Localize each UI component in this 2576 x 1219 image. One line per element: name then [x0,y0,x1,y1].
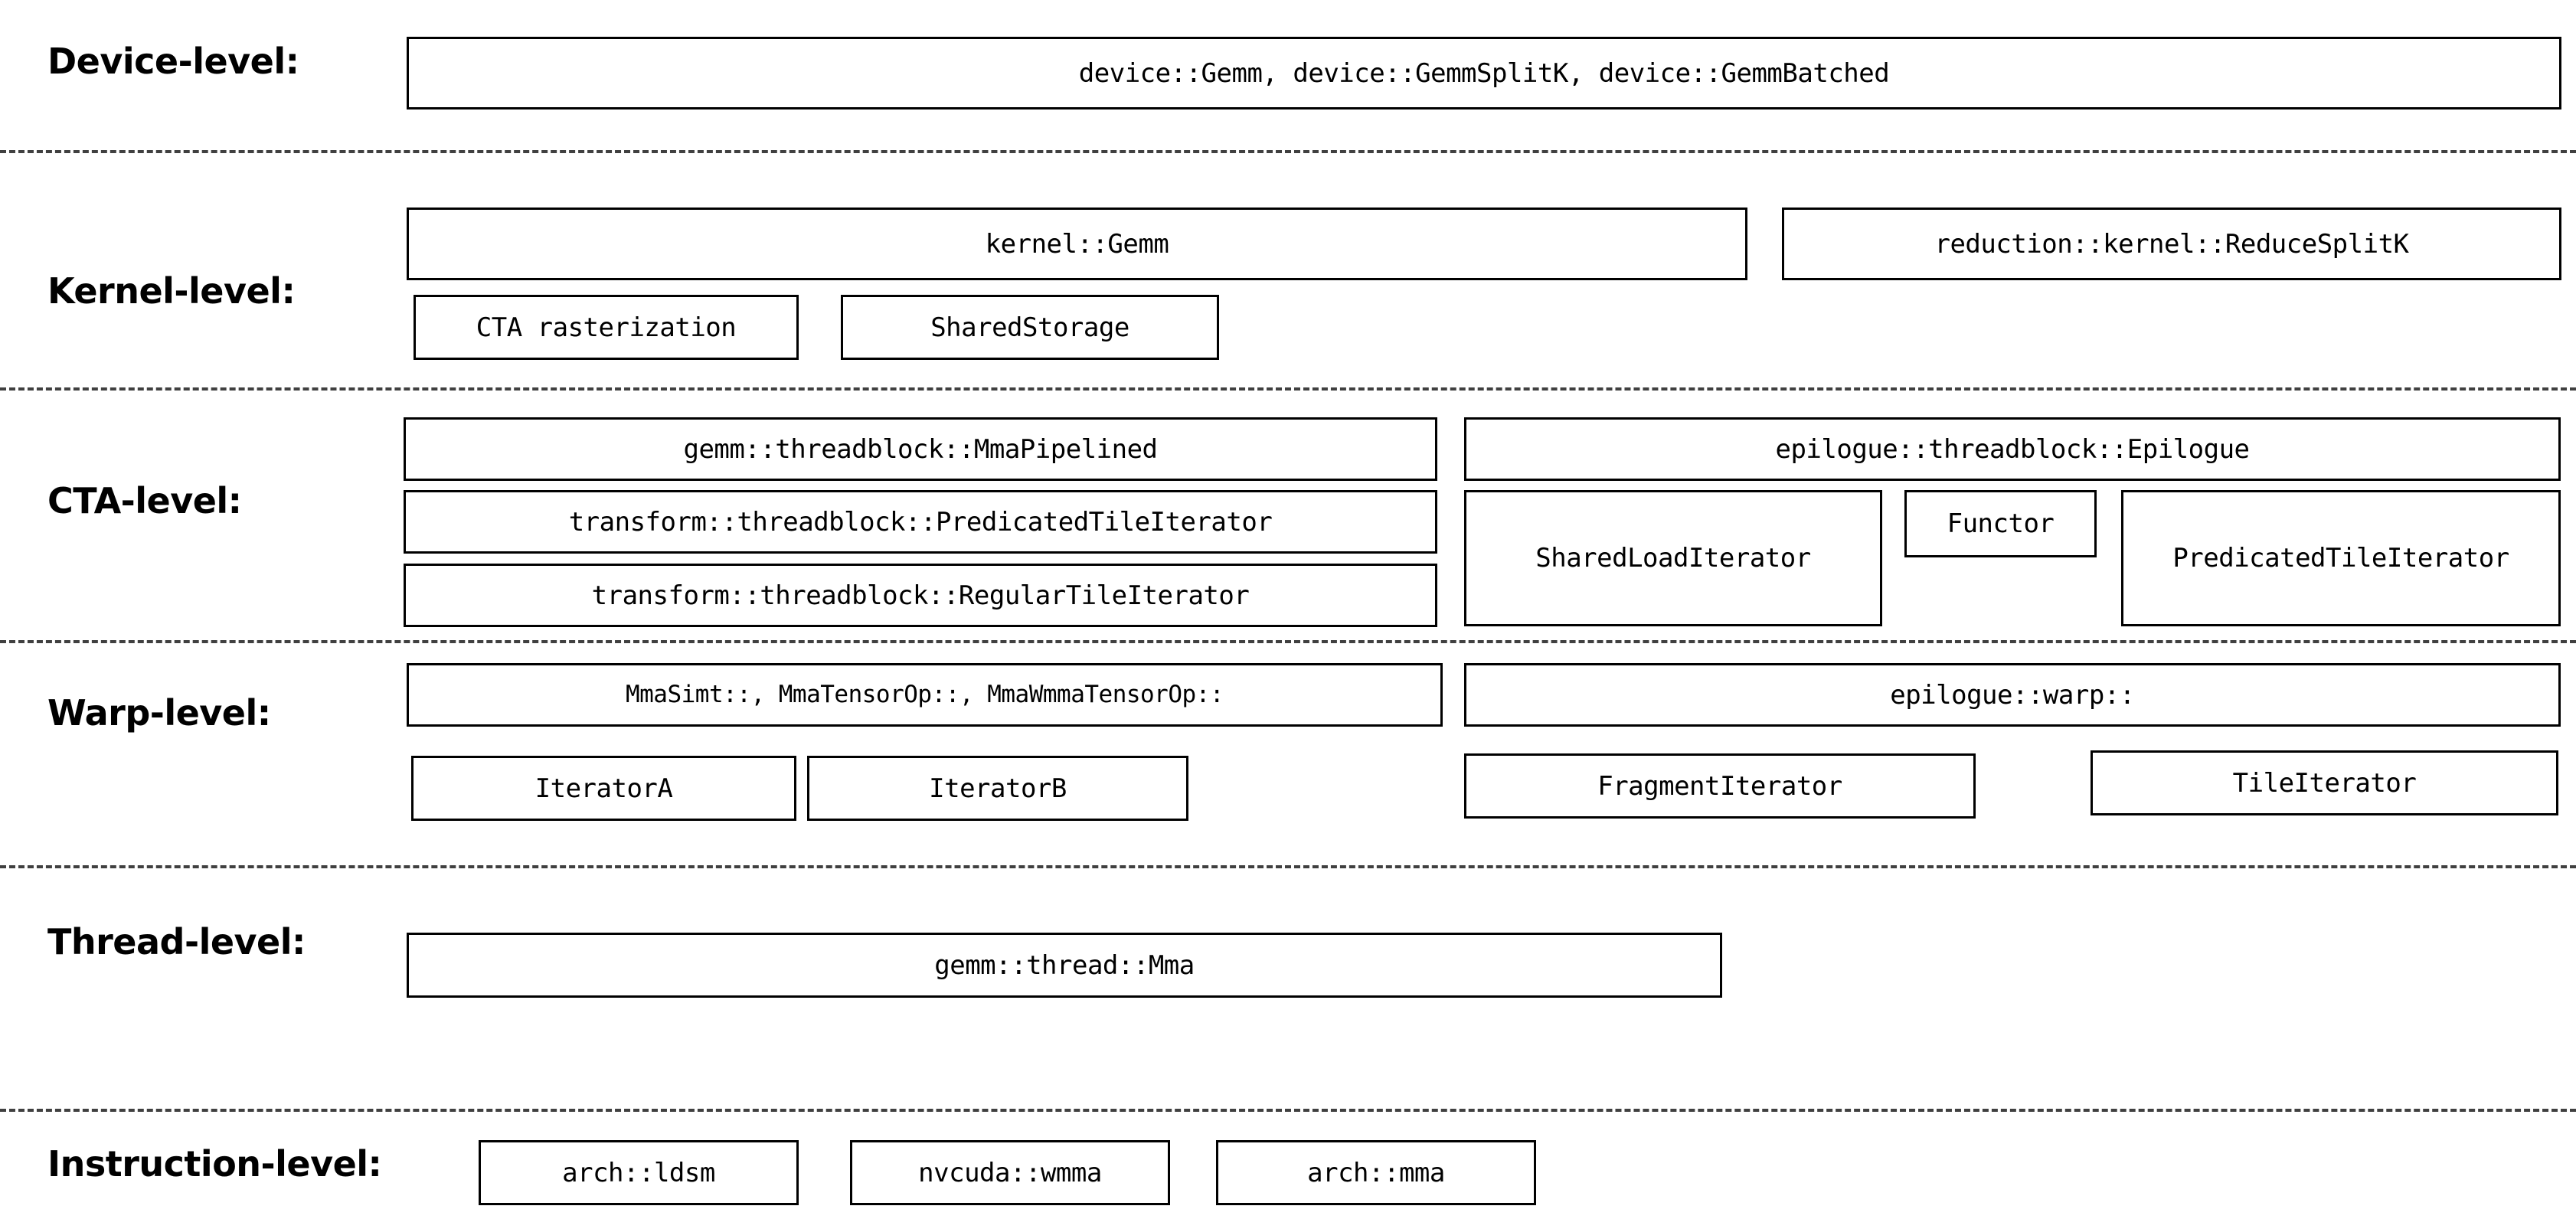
iterator-b-box[interactable]: IteratorB [807,756,1188,821]
reduction-kernel-reducesplitk-box[interactable]: reduction::kernel::ReduceSplitK [1782,208,2561,280]
kernel-gemm-box[interactable]: kernel::Gemm [407,208,1747,280]
sharedloaditerator-box[interactable]: SharedLoadIterator [1464,490,1882,626]
nvcuda-wmma-label: nvcuda::wmma [918,1157,1102,1188]
arch-ldsm-label: arch::ldsm [562,1157,715,1188]
epilogue-warp-box[interactable]: epilogue::warp:: [1464,663,2561,727]
nvcuda-wmma-box[interactable]: nvcuda::wmma [850,1140,1170,1205]
predicatedtileiterator-label: PredicatedTileIterator [2172,543,2509,574]
fragmentiterator-label: FragmentIterator [1597,770,1842,802]
sharedloaditerator-label: SharedLoadIterator [1535,543,1811,574]
sharedstorage-box[interactable]: SharedStorage [841,295,1219,360]
transform-threadblock-regulartileiterator-box[interactable]: transform::threadblock::RegularTileItera… [404,564,1437,627]
sharedstorage-label: SharedStorage [930,312,1129,343]
fragmentiterator-box[interactable]: FragmentIterator [1464,753,1976,819]
cta-rasterization-label: CTA rasterization [476,312,737,343]
level-label-device: Device-level: [47,41,299,82]
level-label-cta: CTA-level: [47,480,242,521]
transform-threadblock-predicatedtileiterator-box[interactable]: transform::threadblock::PredicatedTileIt… [404,490,1437,554]
divider-warp-thread [0,865,2576,868]
predicatedtileiterator-box[interactable]: PredicatedTileIterator [2121,490,2561,626]
arch-mma-box[interactable]: arch::mma [1216,1140,1536,1205]
tileiterator-label: TileIterator [2232,767,2417,799]
arch-ldsm-box[interactable]: arch::ldsm [479,1140,799,1205]
level-label-warp: Warp-level: [47,692,271,734]
divider-cta-warp [0,640,2576,643]
transform-threadblock-predicatedtileiterator-label: transform::threadblock::PredicatedTileIt… [568,506,1273,538]
device-gemm-label: device::Gemm, device::GemmSplitK, device… [1078,57,1890,89]
divider-device-kernel [0,150,2576,153]
divider-thread-instruction [0,1109,2576,1112]
level-label-kernel: Kernel-level: [47,270,296,312]
gemm-threadblock-mmapipelined-label: gemm::threadblock::MmaPipelined [683,433,1158,465]
cta-rasterization-box[interactable]: CTA rasterization [414,295,799,360]
warp-mma-ops-label: MmaSimt::, MmaTensorOp::, MmaWmmaTensorO… [625,681,1224,708]
level-label-instruction: Instruction-level: [47,1143,382,1185]
transform-threadblock-regulartileiterator-label: transform::threadblock::RegularTileItera… [591,580,1250,611]
warp-mma-ops-box[interactable]: MmaSimt::, MmaTensorOp::, MmaWmmaTensorO… [407,663,1443,727]
iterator-a-box[interactable]: IteratorA [411,756,796,821]
functor-label: Functor [1947,508,2055,539]
epilogue-threadblock-epilogue-box[interactable]: epilogue::threadblock::Epilogue [1464,417,2561,481]
arch-mma-label: arch::mma [1307,1157,1445,1188]
kernel-gemm-label: kernel::Gemm [985,228,1169,260]
gemm-thread-mma-box[interactable]: gemm::thread::Mma [407,933,1722,998]
gemm-threadblock-mmapipelined-box[interactable]: gemm::threadblock::MmaPipelined [404,417,1437,481]
epilogue-threadblock-epilogue-label: epilogue::threadblock::Epilogue [1775,433,2250,465]
device-gemm-box[interactable]: device::Gemm, device::GemmSplitK, device… [407,37,2561,109]
tileiterator-box[interactable]: TileIterator [2091,750,2558,815]
level-label-thread: Thread-level: [47,921,306,962]
gemm-thread-mma-label: gemm::thread::Mma [934,949,1195,981]
reduction-kernel-reducesplitk-label: reduction::kernel::ReduceSplitK [1934,228,2409,260]
divider-kernel-cta [0,387,2576,391]
iterator-a-label: IteratorA [534,773,673,804]
functor-box[interactable]: Functor [1904,490,2097,557]
epilogue-warp-label: epilogue::warp:: [1890,679,2135,711]
iterator-b-label: IteratorB [929,773,1067,804]
